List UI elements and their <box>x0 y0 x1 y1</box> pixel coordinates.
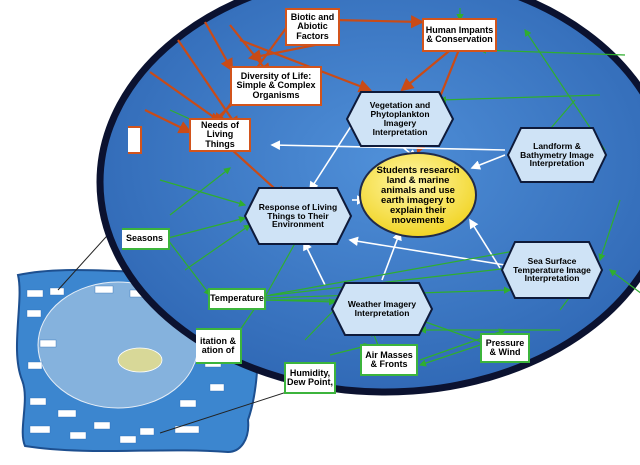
node-weather-imagery: Weather Imagery Interpretation <box>330 281 434 337</box>
node-pressure-wind-label: Pressure & Wind <box>485 337 525 357</box>
node-seasons: Seasons <box>122 228 170 250</box>
node-humidity-label: Humidity, Dew Point, <box>286 367 333 387</box>
node-center-goal: Students research land & marine animals … <box>362 156 474 236</box>
center-ellipse <box>359 152 477 238</box>
node-center-goal-label: Students research land & marine animals … <box>376 165 460 226</box>
node-partial-left <box>128 126 142 154</box>
node-diversity-of-life: Diversity of Life: Simple & Complex Orga… <box>230 66 322 106</box>
node-diversity-of-life-label: Diversity of Life: Simple & Complex Orga… <box>236 70 316 100</box>
node-landform-bathymetry: Landform & Bathymetry Image Interpretati… <box>506 126 608 184</box>
node-seasons-label: Seasons <box>126 233 164 244</box>
node-weather-imagery-label: Weather Imagery Interpretation <box>347 299 417 318</box>
node-vegetation-imagery: Vegetation and Phytoplankton Imagery Int… <box>345 90 455 148</box>
node-biotic-abiotic-label: Biotic and Abiotic Factors <box>290 11 335 41</box>
node-biotic-abiotic: Biotic and Abiotic Factors <box>285 8 340 46</box>
node-needs-living-things-label: Needs of Living Things <box>200 119 239 149</box>
node-human-impacts-label: Human Impants & Conservation <box>425 24 494 44</box>
node-needs-living-things: Needs of Living Things <box>189 118 251 152</box>
node-temperature-label: Temperature <box>210 293 264 304</box>
node-vegetation-imagery-label: Vegetation and Phytoplankton Imagery Int… <box>369 100 431 137</box>
node-sea-surface-temperature: Sea Surface Temperature Image Interpreta… <box>500 240 604 300</box>
node-pressure-wind: Pressure & Wind <box>480 333 530 363</box>
node-response-living-things: Response of Living Things to Their Envir… <box>243 186 353 246</box>
node-sea-surface-temperature-label: Sea Surface Temperature Image Interpreta… <box>513 255 591 284</box>
node-human-impacts: Human Impants & Conservation <box>422 18 497 52</box>
node-precipitation: itation & ation of <box>196 328 242 364</box>
node-precipitation-label: itation & ation of <box>200 335 236 355</box>
node-air-masses-fronts-label: Air Masses & Fronts <box>365 349 413 369</box>
node-response-living-things-label: Response of Living Things to Their Envir… <box>258 201 338 230</box>
node-air-masses-fronts: Air Masses & Fronts <box>360 344 418 376</box>
node-humidity: Humidity, Dew Point, <box>284 362 336 394</box>
node-temperature: Temperature <box>208 288 266 310</box>
node-landform-bathymetry-label: Landform & Bathymetry Image Interpretati… <box>520 140 594 169</box>
